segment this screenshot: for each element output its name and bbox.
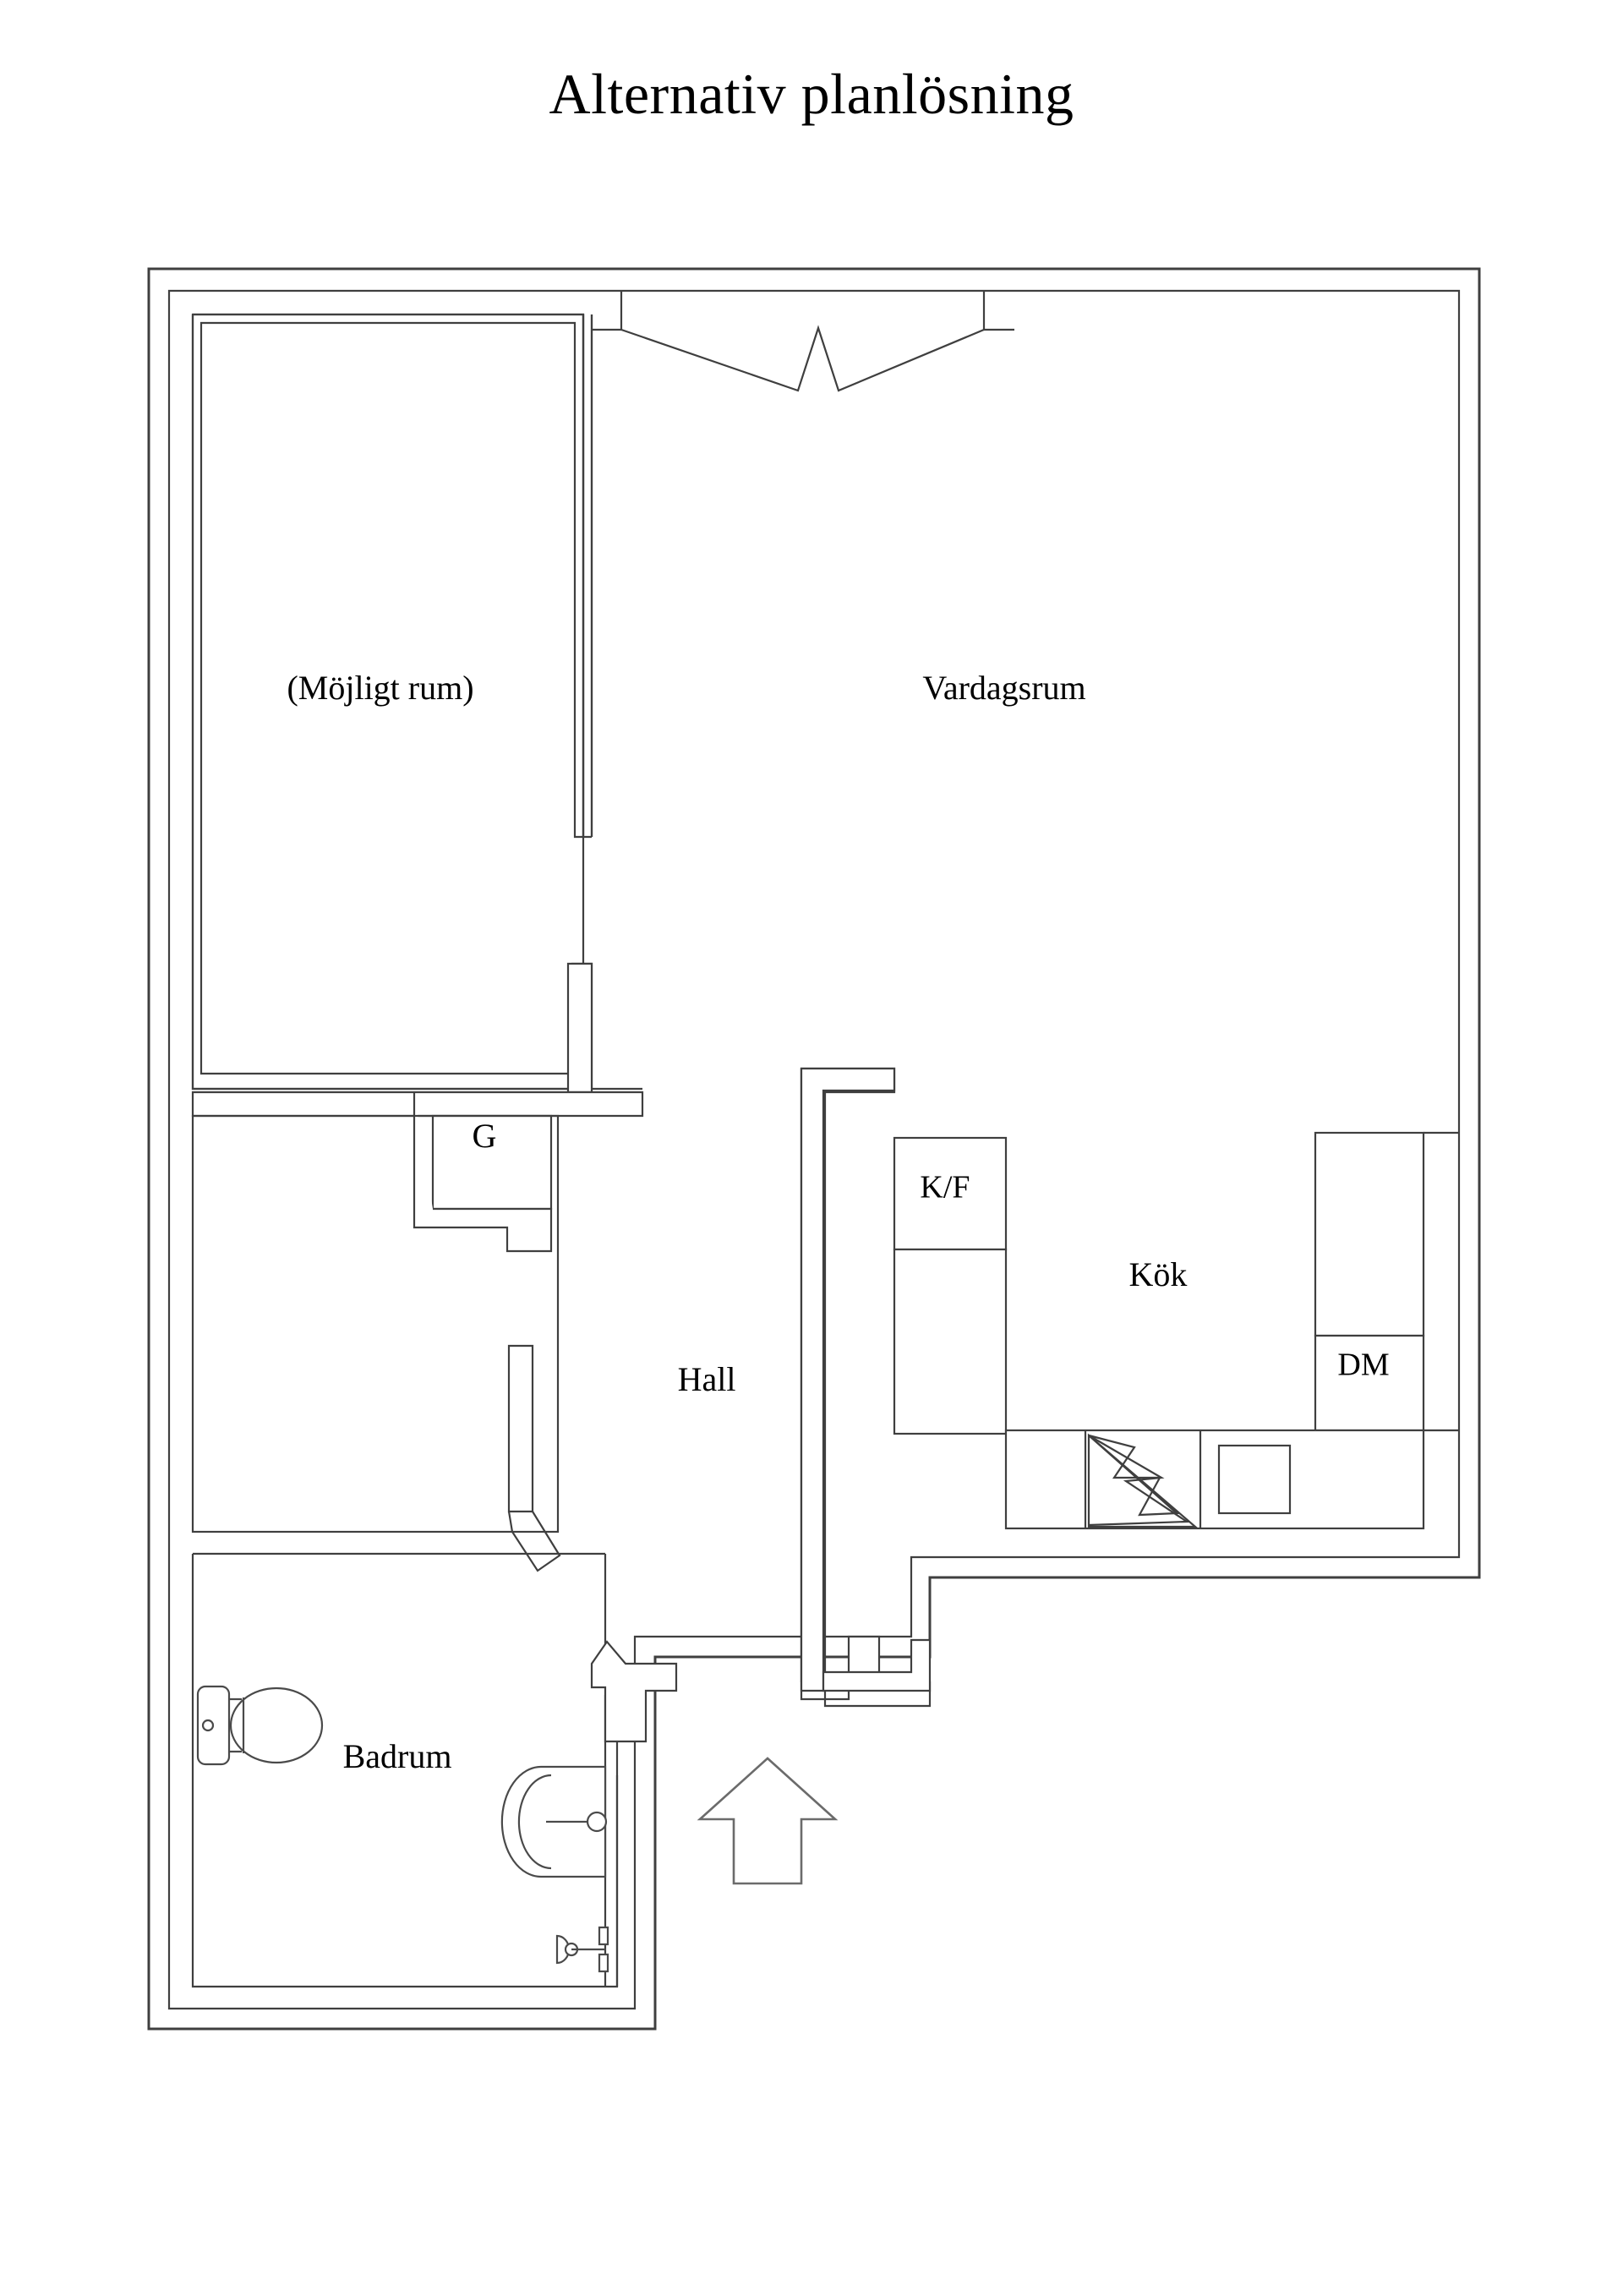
room-mojligt-rum-outline [191,313,585,1091]
garderob-g [413,1092,553,1253]
vardagsrum-walls [590,314,803,1682]
balcony-door-icon [592,291,1014,392]
washbasin-icon [500,1765,608,1878]
toilet-icon [196,1685,324,1766]
kyl-frys-unit [893,1136,1008,1251]
kitchen-upper-wall-stub [1424,1131,1459,1432]
entrance-arrow-icon [697,1757,839,1885]
kitchen-sink-icon [1217,1444,1292,1515]
kitchen-counter-run [1004,1429,1425,1530]
diskmaskin-unit [1314,1334,1425,1432]
diskmaskin-label: DM [1337,1348,1389,1383]
hall-walls [191,1114,561,1572]
hall-kok-divider-wall [800,1067,896,1692]
entrance-step-wall [822,1638,932,1692]
kitchen-cabinet-tall-right [1314,1131,1425,1337]
room-label-hall: Hall [678,1360,736,1398]
kyl-frys-label: K/F [920,1170,970,1205]
badrum-door-jamb [590,1640,678,1743]
floor-drain-icon [555,1926,609,1973]
room-label-mojligt-rum: (Möjligt rum) [287,669,473,707]
garderob-label: G [473,1117,497,1155]
page-title: Alternativ planlösning [549,62,1074,126]
room-label-kok: Kök [1129,1255,1188,1293]
partition-stub-upper [566,962,593,1094]
kitchen-cabinet-left [893,1248,1008,1435]
stove-icon [1087,1433,1198,1528]
room-label-badrum: Badrum [343,1737,452,1775]
room-label-vardagsrum: Vardagsrum [922,669,1085,707]
partition-upper-hall-divider [191,1091,644,1118]
